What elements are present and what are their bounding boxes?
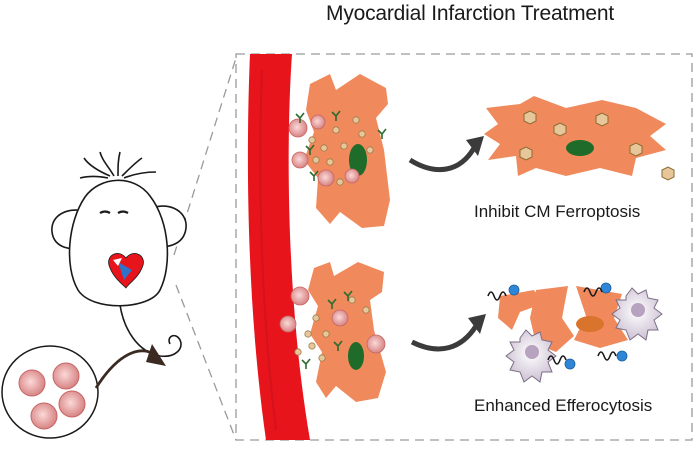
vesicle-particle xyxy=(290,286,310,306)
hexagon-particle xyxy=(595,112,609,127)
ligand-coil xyxy=(583,287,603,297)
ligand-mark xyxy=(327,298,337,309)
ligand-coil xyxy=(547,355,567,365)
ligand-coil xyxy=(597,351,617,361)
nanoparticle xyxy=(322,330,330,338)
nanoparticle xyxy=(308,342,316,350)
nanoparticle xyxy=(332,126,340,134)
nanoparticle xyxy=(326,158,334,166)
ligand-mark xyxy=(377,128,387,139)
nucleus-upper xyxy=(349,144,367,176)
nanoparticle xyxy=(312,156,320,164)
heart-icon xyxy=(108,253,144,289)
dead-cell-fragment xyxy=(498,290,542,330)
blood-vessel-shade xyxy=(259,69,277,431)
ligand-mark xyxy=(331,110,341,121)
vesicle-particle xyxy=(366,334,386,354)
nucleus-fragment xyxy=(576,316,604,332)
zoom-panel-border xyxy=(235,53,693,441)
nanoparticle xyxy=(358,130,366,138)
figure-title: Myocardial Infarction Treatment xyxy=(326,2,614,25)
hexagon-particle xyxy=(523,110,537,125)
blue-marker xyxy=(564,358,576,370)
zoom-line-bottom xyxy=(175,284,237,441)
nanoparticle xyxy=(320,144,328,152)
nanoparticle xyxy=(308,136,316,144)
ligand-mark xyxy=(305,144,315,155)
nucleus-protected xyxy=(566,140,594,156)
nanoparticle xyxy=(312,314,320,322)
nanoparticle xyxy=(318,354,326,362)
mouse-icon xyxy=(51,151,187,358)
ligand-mark xyxy=(343,290,353,301)
cardiomyocyte-upper xyxy=(304,74,390,228)
blue-marker xyxy=(600,282,612,294)
hexagon-particle xyxy=(661,166,675,181)
vesicle-particle xyxy=(317,169,335,187)
nanoparticle xyxy=(340,142,348,150)
protected-cardiomyocyte xyxy=(484,96,675,181)
nanoparticle xyxy=(352,116,360,124)
blue-marker xyxy=(508,284,520,296)
nanoparticle xyxy=(304,330,312,338)
vesicle-particle xyxy=(331,309,349,327)
ligand-mark xyxy=(309,170,319,181)
vesicle-inset-particles xyxy=(18,362,86,430)
particles-lower xyxy=(279,286,386,369)
vesicle-particle xyxy=(291,151,309,169)
particles-upper xyxy=(288,110,387,187)
nanoparticle xyxy=(362,306,370,314)
vesicle-particle xyxy=(310,114,326,130)
ligand-mark xyxy=(295,112,305,123)
nanoparticle xyxy=(348,296,356,304)
vesicle-particle xyxy=(288,118,308,138)
ligand-mark xyxy=(301,358,311,369)
hexagon-particle xyxy=(553,122,567,137)
macrophage xyxy=(611,287,663,341)
outcome-label-ferroptosis: Inhibit CM Ferroptosis xyxy=(474,202,641,221)
blue-marker xyxy=(616,350,628,362)
blood-vessel xyxy=(247,54,310,440)
hexagon-particle xyxy=(629,142,643,157)
macrophage xyxy=(505,329,557,383)
cardiomyocyte-lower xyxy=(308,262,386,402)
arrow-to-efferocytosis xyxy=(410,314,486,352)
dead-cell-fragment xyxy=(574,286,628,348)
ligand-mark xyxy=(333,340,343,351)
efferocytosis-scene xyxy=(487,282,663,383)
vesicle-particle xyxy=(344,168,360,184)
nanoparticle xyxy=(294,348,302,356)
vesicle-particle xyxy=(279,315,297,333)
nucleus-lower xyxy=(348,342,364,370)
arrow-to-ferroptosis xyxy=(408,136,484,173)
nanoparticle xyxy=(366,146,374,154)
ligand-coil xyxy=(487,291,507,301)
outcome-label-efferocytosis: Enhanced Efferocytosis xyxy=(474,396,653,415)
hexagon-particle xyxy=(519,146,533,161)
nanoparticle xyxy=(336,178,344,186)
inset-arrow-head xyxy=(146,344,166,366)
